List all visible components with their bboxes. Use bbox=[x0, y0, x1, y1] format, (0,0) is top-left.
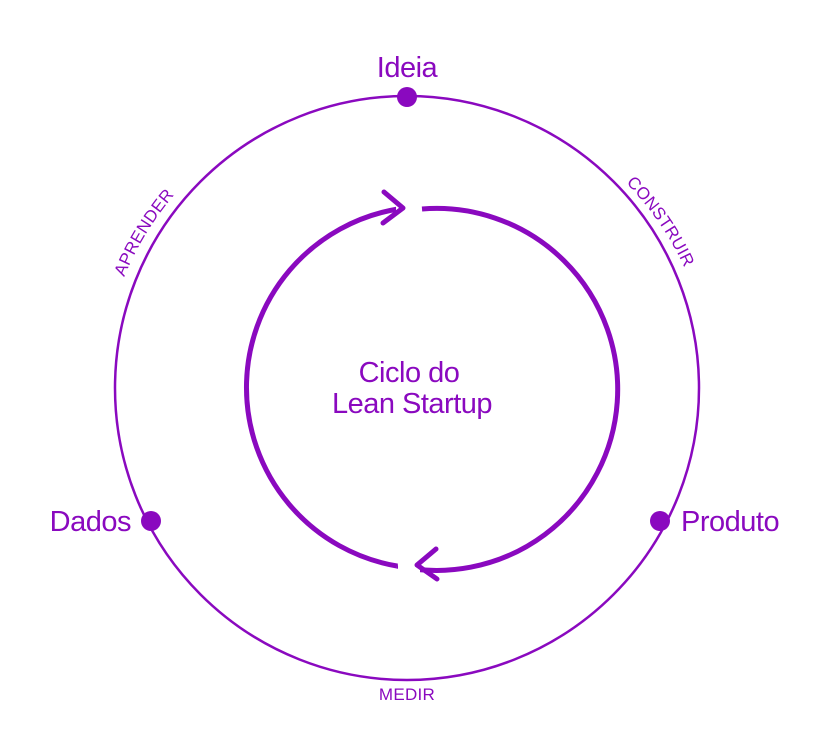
node-label-ideia: Ideia bbox=[377, 52, 439, 84]
edge-label-aprender: APRENDER bbox=[110, 185, 177, 279]
arrow-head-bottom-icon bbox=[414, 546, 440, 582]
center-title-line-2: Lean Startup bbox=[332, 388, 492, 420]
node-dot-dados bbox=[141, 511, 161, 531]
inner-cycle-arc bbox=[396, 205, 621, 573]
inner-cycle-arc-upper bbox=[243, 206, 399, 569]
arrow-head-top-icon bbox=[380, 189, 406, 226]
edge-label-construir: CONSTRUIR bbox=[623, 173, 698, 270]
node-dot-produto bbox=[650, 511, 670, 531]
edge-label-medir: MEDIR bbox=[379, 685, 435, 704]
node-label-produto: Produto bbox=[681, 506, 779, 538]
node-label-dados: Dados bbox=[50, 506, 131, 538]
center-title-line-1: Ciclo do bbox=[359, 357, 460, 389]
node-dot-ideia bbox=[397, 87, 417, 107]
